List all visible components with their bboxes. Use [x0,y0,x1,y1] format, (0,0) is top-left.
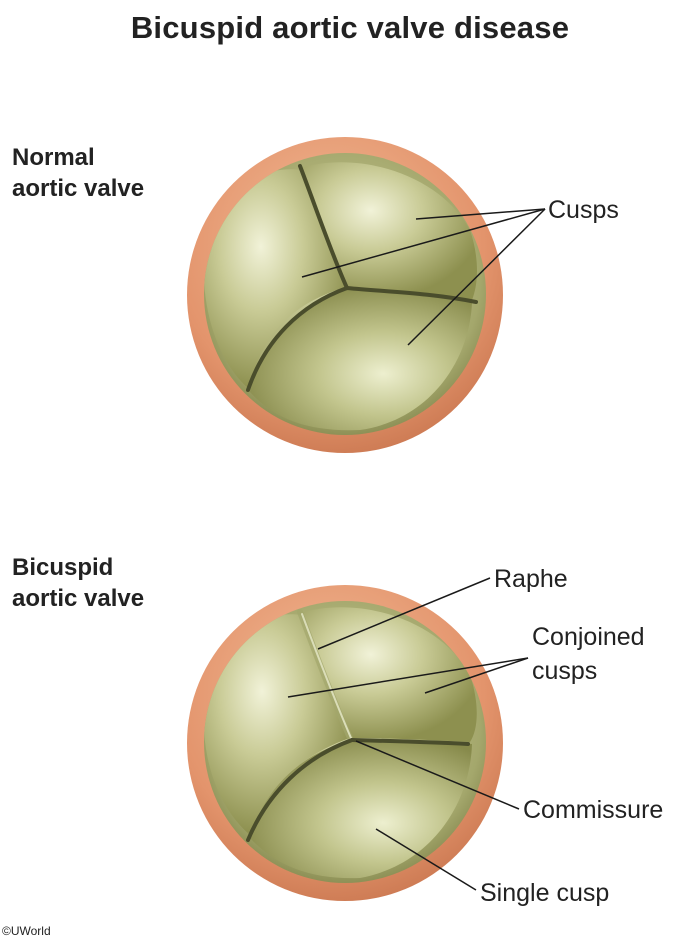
single-cusp-leader [375,828,477,891]
raphe-ridge [297,609,353,741]
raphe-leader [317,577,491,650]
bicuspid-valve-label-line1: Bicuspid [12,554,114,581]
commissure-leader [355,740,520,810]
bicuspid-valve [187,577,529,901]
single-cusp [250,740,472,879]
raphe-callout: Raphe [494,565,568,593]
normal-cusp-left [204,169,347,390]
bicuspid-valve-label-line2: aortic valve [12,585,145,612]
normal-valve [187,137,546,453]
conjoined-leader-1 [287,657,529,698]
conjoined-cusps-callout: Conjoined cusps [532,620,645,688]
commissure-line [350,738,470,746]
normal-cusp-lower [250,289,472,431]
conjoined-cusp-left [204,614,350,835]
normal-valve-label-line2: aortic valve [12,175,145,202]
diagram-title: Bicuspid aortic valve disease [130,10,570,45]
conjoined-cusps-callout-line1: Conjoined [532,623,645,651]
bicuspid-valve-label: Bicuspid aortic valve [12,552,144,614]
cusps-callout: Cusps [548,196,619,224]
conjoined-cusps-callout-line2: cusps [532,657,598,685]
normal-valve-label-line1: Normal [12,144,95,171]
copyright-notice: ©UWorld [2,924,51,938]
conjoined-leader-2 [424,657,529,694]
normal-valve-label: Normal aortic valve [12,142,144,204]
single-cusp-callout: Single cusp [480,879,610,907]
conjoined-cusp-right [300,607,477,742]
bicuspid-leaders [287,577,529,891]
commissure-callout: Commissure [523,796,664,824]
normal-cusps-leaders [301,208,546,346]
